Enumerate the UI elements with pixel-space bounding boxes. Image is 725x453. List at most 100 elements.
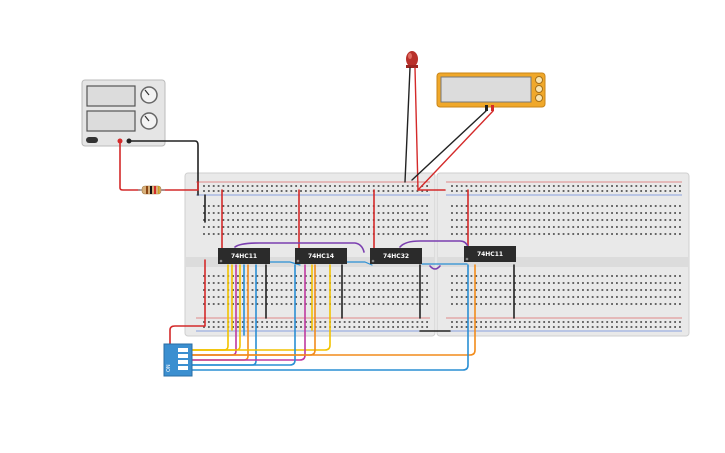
breadboard-hole[interactable]: [397, 289, 399, 291]
breadboard-hole[interactable]: [271, 326, 273, 328]
breadboard-hole[interactable]: [266, 326, 268, 328]
breadboard-hole[interactable]: [480, 190, 482, 192]
breadboard-hole[interactable]: [353, 190, 356, 192]
breadboard-hole[interactable]: [586, 190, 589, 192]
breadboard-hole[interactable]: [577, 190, 579, 192]
breadboard-hole[interactable]: [625, 205, 628, 207]
breadboard-hole[interactable]: [338, 212, 341, 214]
breadboard-hole[interactable]: [237, 289, 239, 291]
breadboard-hole[interactable]: [489, 219, 492, 221]
breadboard-hole[interactable]: [329, 190, 331, 192]
breadboard-hole[interactable]: [635, 326, 638, 328]
breadboard-hole[interactable]: [640, 282, 643, 284]
breadboard-hole[interactable]: [421, 226, 424, 228]
breadboard-hole[interactable]: [475, 326, 478, 328]
breadboard-hole[interactable]: [494, 185, 497, 187]
breadboard-hole[interactable]: [543, 275, 546, 277]
breadboard-hole[interactable]: [616, 185, 618, 187]
breadboard-hole[interactable]: [519, 282, 521, 284]
breadboard-hole[interactable]: [266, 185, 268, 187]
breadboard-hole[interactable]: [261, 205, 264, 207]
breadboard-hole[interactable]: [470, 303, 473, 305]
breadboard-hole[interactable]: [334, 219, 336, 221]
breadboard-hole[interactable]: [222, 190, 225, 192]
breadboard-hole[interactable]: [572, 282, 575, 284]
breadboard-hole[interactable]: [256, 303, 259, 305]
breadboard-hole[interactable]: [548, 219, 550, 221]
breadboard-hole[interactable]: [659, 219, 662, 221]
breadboard-hole[interactable]: [387, 321, 390, 323]
breadboard-hole[interactable]: [679, 233, 681, 235]
breadboard-hole[interactable]: [377, 321, 380, 323]
breadboard-hole[interactable]: [309, 233, 312, 235]
breadboard-hole[interactable]: [669, 303, 672, 305]
breadboard-hole[interactable]: [319, 190, 322, 192]
breadboard-hole[interactable]: [314, 226, 317, 228]
breadboard-hole[interactable]: [217, 282, 220, 284]
breadboard-hole[interactable]: [203, 190, 205, 192]
breadboard-hole[interactable]: [280, 226, 283, 228]
breadboard-hole[interactable]: [295, 219, 298, 221]
breadboard-hole[interactable]: [625, 282, 628, 284]
breadboard-hole[interactable]: [212, 326, 215, 328]
breadboard-hole[interactable]: [552, 212, 555, 214]
breadboard-hole[interactable]: [470, 289, 473, 291]
breadboard-hole[interactable]: [504, 233, 507, 235]
breadboard-hole[interactable]: [460, 212, 463, 214]
breadboard-hole[interactable]: [659, 296, 662, 298]
breadboard-hole[interactable]: [348, 303, 351, 305]
breadboard-hole[interactable]: [300, 219, 302, 221]
breadboard-hole[interactable]: [460, 296, 463, 298]
breadboard-hole[interactable]: [640, 303, 643, 305]
breadboard-hole[interactable]: [630, 289, 633, 291]
breadboard-hole[interactable]: [654, 326, 657, 328]
breadboard-hole[interactable]: [489, 303, 492, 305]
breadboard-hole[interactable]: [261, 226, 264, 228]
breadboard-hole[interactable]: [377, 289, 380, 291]
breadboard-hole[interactable]: [509, 275, 512, 277]
breadboard-hole[interactable]: [465, 185, 468, 187]
breadboard-hole[interactable]: [334, 226, 336, 228]
breadboard-hole[interactable]: [523, 233, 526, 235]
breadboard-hole[interactable]: [246, 219, 249, 221]
breadboard-hole[interactable]: [645, 205, 647, 207]
breadboard-hole[interactable]: [295, 226, 298, 228]
breadboard-hole[interactable]: [528, 205, 531, 207]
breadboard-hole[interactable]: [334, 321, 336, 323]
breadboard-hole[interactable]: [290, 205, 293, 207]
breadboard-hole[interactable]: [533, 205, 536, 207]
breadboard-hole[interactable]: [514, 185, 516, 187]
breadboard-hole[interactable]: [533, 303, 536, 305]
breadboard-hole[interactable]: [401, 303, 404, 305]
breadboard-hole[interactable]: [387, 226, 390, 228]
breadboard-hole[interactable]: [275, 289, 278, 291]
breadboard-hole[interactable]: [207, 226, 210, 228]
breadboard-hole[interactable]: [309, 282, 312, 284]
breadboard-hole[interactable]: [222, 296, 225, 298]
breadboard-hole[interactable]: [567, 190, 570, 192]
breadboard-hole[interactable]: [572, 233, 575, 235]
breadboard-hole[interactable]: [567, 226, 570, 228]
breadboard-hole[interactable]: [475, 205, 478, 207]
breadboard-hole[interactable]: [266, 226, 268, 228]
breadboard-hole[interactable]: [334, 190, 336, 192]
breadboard-hole[interactable]: [480, 275, 482, 277]
breadboard-hole[interactable]: [232, 219, 234, 221]
breadboard-hole[interactable]: [387, 219, 390, 221]
breadboard-hole[interactable]: [654, 205, 657, 207]
breadboard-hole[interactable]: [625, 303, 628, 305]
breadboard-hole[interactable]: [280, 205, 283, 207]
breadboard-hole[interactable]: [664, 233, 667, 235]
breadboard-hole[interactable]: [620, 190, 623, 192]
breadboard-hole[interactable]: [406, 326, 409, 328]
breadboard-hole[interactable]: [290, 303, 293, 305]
breadboard-hole[interactable]: [266, 275, 268, 277]
breadboard-hole[interactable]: [649, 326, 652, 328]
breadboard-hole[interactable]: [538, 226, 541, 228]
breadboard-hole[interactable]: [494, 190, 497, 192]
breadboard-hole[interactable]: [358, 296, 361, 298]
breadboard-hole[interactable]: [401, 233, 404, 235]
breadboard-hole[interactable]: [523, 219, 526, 221]
breadboard-hole[interactable]: [586, 282, 589, 284]
breadboard-hole[interactable]: [377, 233, 380, 235]
